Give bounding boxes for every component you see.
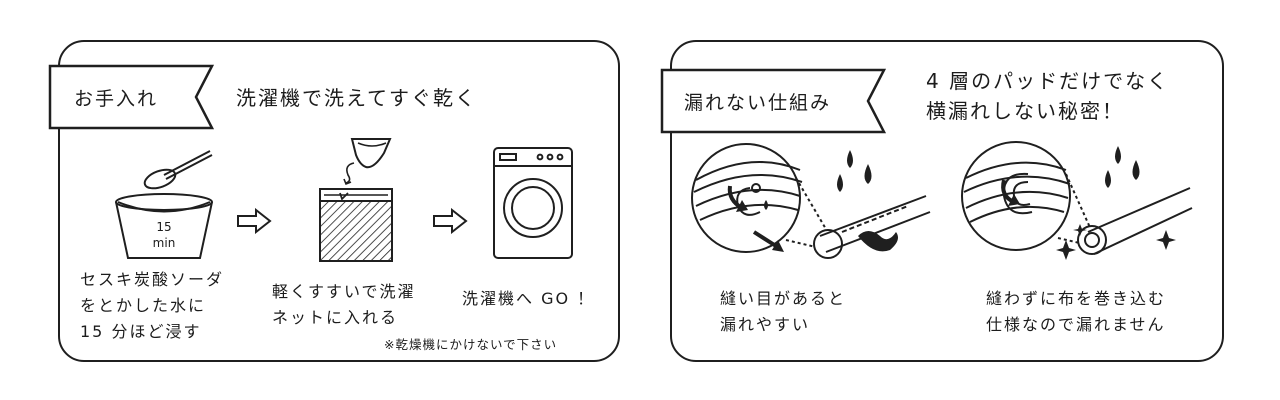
heading-line: 4 層のパッドだけでなく	[926, 69, 1170, 93]
dryer-note: ※乾燥機にかけないで下さい	[384, 337, 558, 352]
caption-line: 15 分ほど浸す	[80, 322, 202, 341]
timer-number: 15	[156, 220, 171, 234]
care-ribbon-tag: お手入れ	[48, 64, 214, 130]
caption-line: をとかした水に	[80, 296, 207, 315]
step-2-caption: 軽くすすいで洗濯 ネットに入れる	[272, 279, 416, 331]
caption-line: セスキ炭酸ソーダ	[80, 270, 225, 289]
rolled-edge-icon	[958, 140, 1194, 270]
caption-line: 漏れやすい	[720, 315, 811, 334]
caption-line: ネットに入れる	[272, 308, 399, 327]
item-2-caption: 縫わずに布を巻き込む 仕様なので漏れません	[986, 286, 1166, 338]
seam-leak-icon	[690, 140, 940, 270]
heading-line: 横漏れしない秘密！	[926, 99, 1124, 123]
caption-line: 仕様なので漏れません	[986, 315, 1166, 334]
arrow-right-icon	[236, 208, 272, 234]
caption-line: 縫い目があると	[720, 289, 847, 308]
leak-proof-heading: 4 層のパッドだけでなく 横漏れしない秘密！	[926, 66, 1169, 126]
soaking-bowl-icon: 15 min	[106, 145, 226, 265]
caption-line: 洗濯機へ GO ！	[462, 289, 596, 308]
leak-proof-ribbon-tag: 漏れない仕組み	[660, 68, 886, 134]
arrow-right-icon	[432, 208, 468, 234]
caption-line: 縫わずに布を巻き込む	[986, 289, 1167, 308]
timer-unit: min	[153, 236, 176, 250]
care-tag-label: お手入れ	[74, 87, 159, 110]
step-3-caption: 洗濯機へ GO ！	[462, 286, 595, 312]
laundry-net-icon	[318, 135, 396, 265]
step-1-caption: セスキ炭酸ソーダ をとかした水に 15 分ほど浸す	[80, 267, 224, 345]
washing-machine-icon	[492, 146, 574, 260]
caption-line: 軽くすすいで洗濯	[272, 282, 416, 301]
care-heading: 洗濯機で洗えてすぐ乾く	[236, 86, 477, 110]
leak-proof-tag-label: 漏れない仕組み	[684, 91, 832, 114]
item-1-caption: 縫い目があると 漏れやすい	[720, 286, 846, 338]
